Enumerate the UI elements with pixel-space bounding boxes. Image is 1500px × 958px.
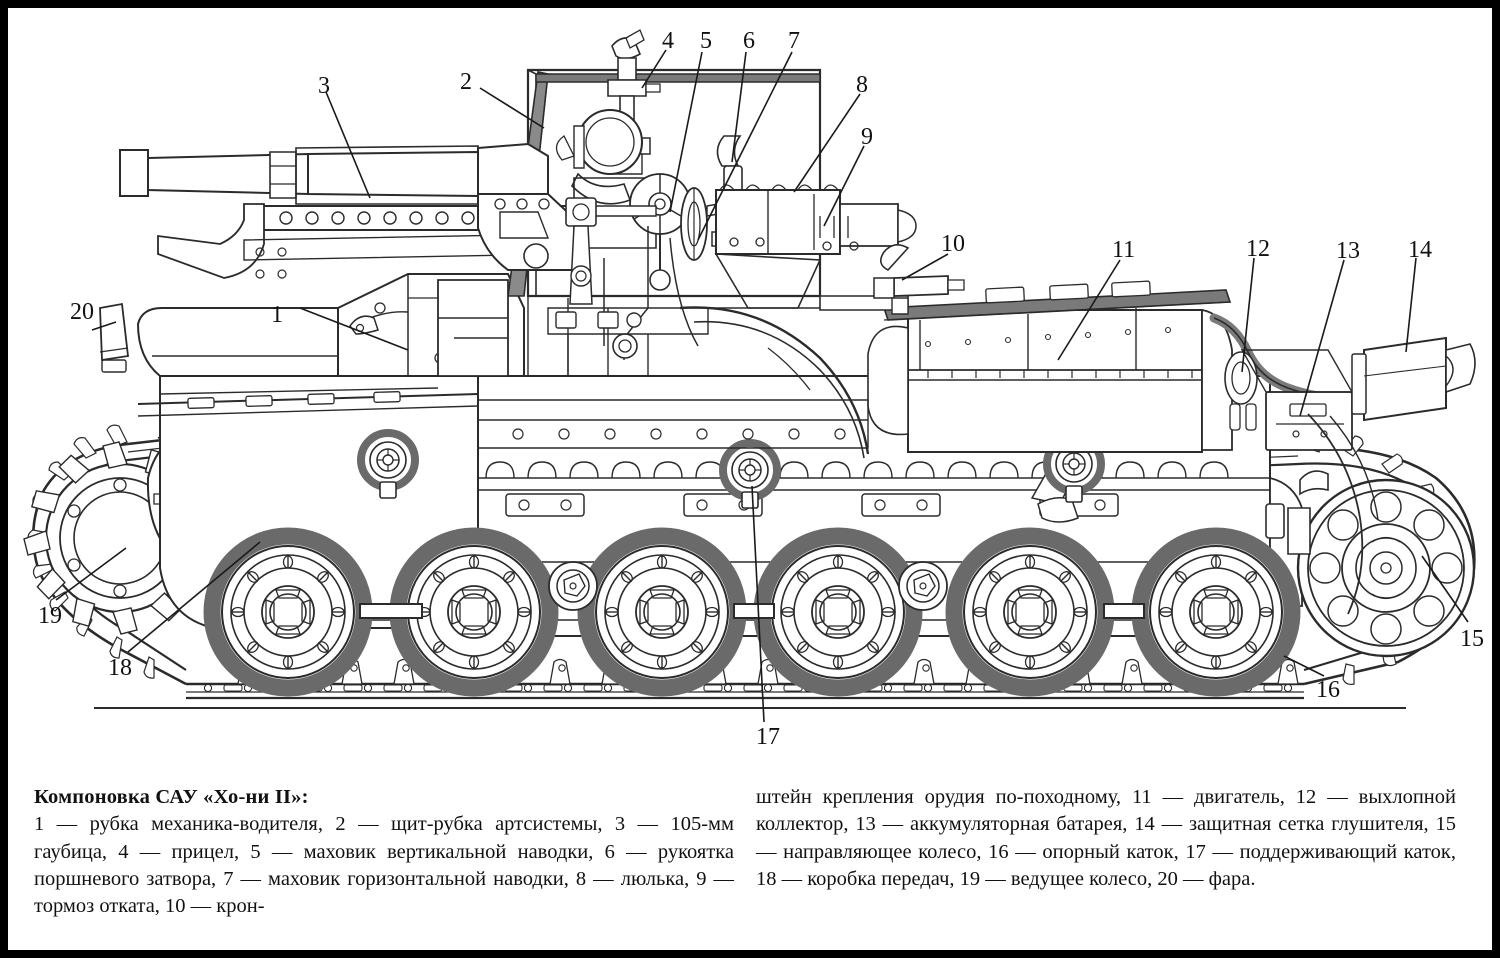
callout-5: 5 <box>700 28 712 54</box>
callout-13: 13 <box>1336 238 1360 264</box>
callout-14: 14 <box>1408 237 1432 263</box>
leader-20 <box>91 321 117 331</box>
leader-19 <box>55 547 127 601</box>
callout-20: 20 <box>70 299 94 325</box>
callout-17: 17 <box>756 724 780 750</box>
return-roller <box>723 443 777 497</box>
return-rollers <box>361 433 1101 509</box>
leader-18 <box>127 541 261 653</box>
leader-15 <box>1421 555 1469 623</box>
leader-12 <box>1241 257 1255 373</box>
callout-18: 18 <box>108 655 132 681</box>
return-roller <box>361 433 415 487</box>
exhaust-and-battery <box>1209 313 1363 451</box>
caption-text-right: штейн крепления орудия по-походному, 11 … <box>756 786 1456 891</box>
callout-4: 4 <box>662 28 674 54</box>
recoil-brake <box>679 184 917 459</box>
leader-4 <box>641 49 667 89</box>
leader-1 <box>299 307 409 351</box>
idler-wheel <box>1296 478 1476 658</box>
leader-5 <box>669 51 703 213</box>
road-wheel <box>1140 536 1292 688</box>
road-wheel <box>212 536 364 688</box>
leader-6 <box>731 51 747 163</box>
tank-side-view-svg <box>23 29 1476 723</box>
leader-13 <box>1299 259 1345 417</box>
page-sheet: 1 2 3 4 5 6 7 8 9 10 11 12 13 14 15 16 1… <box>8 8 1492 950</box>
technical-drawing: 1 2 3 4 5 6 7 8 9 10 11 12 13 14 15 16 1… <box>8 8 1492 778</box>
callout-1: 1 <box>271 302 283 328</box>
callout-8: 8 <box>856 72 868 98</box>
callout-19: 19 <box>38 603 62 629</box>
road-wheel <box>762 536 914 688</box>
bogie-links <box>359 561 1145 619</box>
callout-10: 10 <box>941 231 965 257</box>
callout-11: 11 <box>1112 237 1136 263</box>
caption-title: Компоновка САУ «Хо-ни II»: <box>34 786 309 808</box>
callout-15: 15 <box>1460 626 1484 652</box>
callout-6: 6 <box>743 28 755 54</box>
headlamp <box>99 302 129 373</box>
idler-tensioner <box>1265 470 1329 555</box>
leader-8 <box>793 93 861 193</box>
leader-3 <box>325 91 371 199</box>
travel-lock <box>873 244 965 315</box>
leader-17 <box>751 485 765 723</box>
leader-11 <box>1057 259 1121 361</box>
callout-7: 7 <box>788 28 800 54</box>
leader-9 <box>823 145 865 227</box>
callout-12: 12 <box>1246 236 1270 262</box>
callout-2: 2 <box>460 69 472 95</box>
engine-compartment <box>867 280 1233 453</box>
leader-14 <box>1405 257 1417 353</box>
figure-caption: Компоновка САУ «Хо-ни II»: 1 — рубка мех… <box>8 784 1492 950</box>
road-wheel <box>954 536 1106 688</box>
caption-column-right: штейн крепления орудия по-походному, 11 … <box>756 784 1456 893</box>
muffler-guard <box>1307 336 1476 615</box>
leader-16 <box>1283 655 1325 677</box>
hull-floor-detail <box>159 387 869 449</box>
caption-column-left: Компоновка САУ «Хо-ни II»: 1 — рубка мех… <box>34 784 734 921</box>
leader-2 <box>479 87 545 129</box>
howitzer-105mm <box>119 142 579 279</box>
road-wheel <box>586 536 738 688</box>
leader-10 <box>901 253 949 281</box>
interior-mechanism-detail <box>438 296 820 376</box>
leader-7 <box>697 51 793 241</box>
callout-16: 16 <box>1316 677 1340 703</box>
callout-9: 9 <box>861 124 873 150</box>
callout-3: 3 <box>318 73 330 99</box>
caption-text-left: 1 — рубка механика-водителя, 2 — щит-руб… <box>34 813 734 918</box>
leader-lines <box>55 49 1469 723</box>
